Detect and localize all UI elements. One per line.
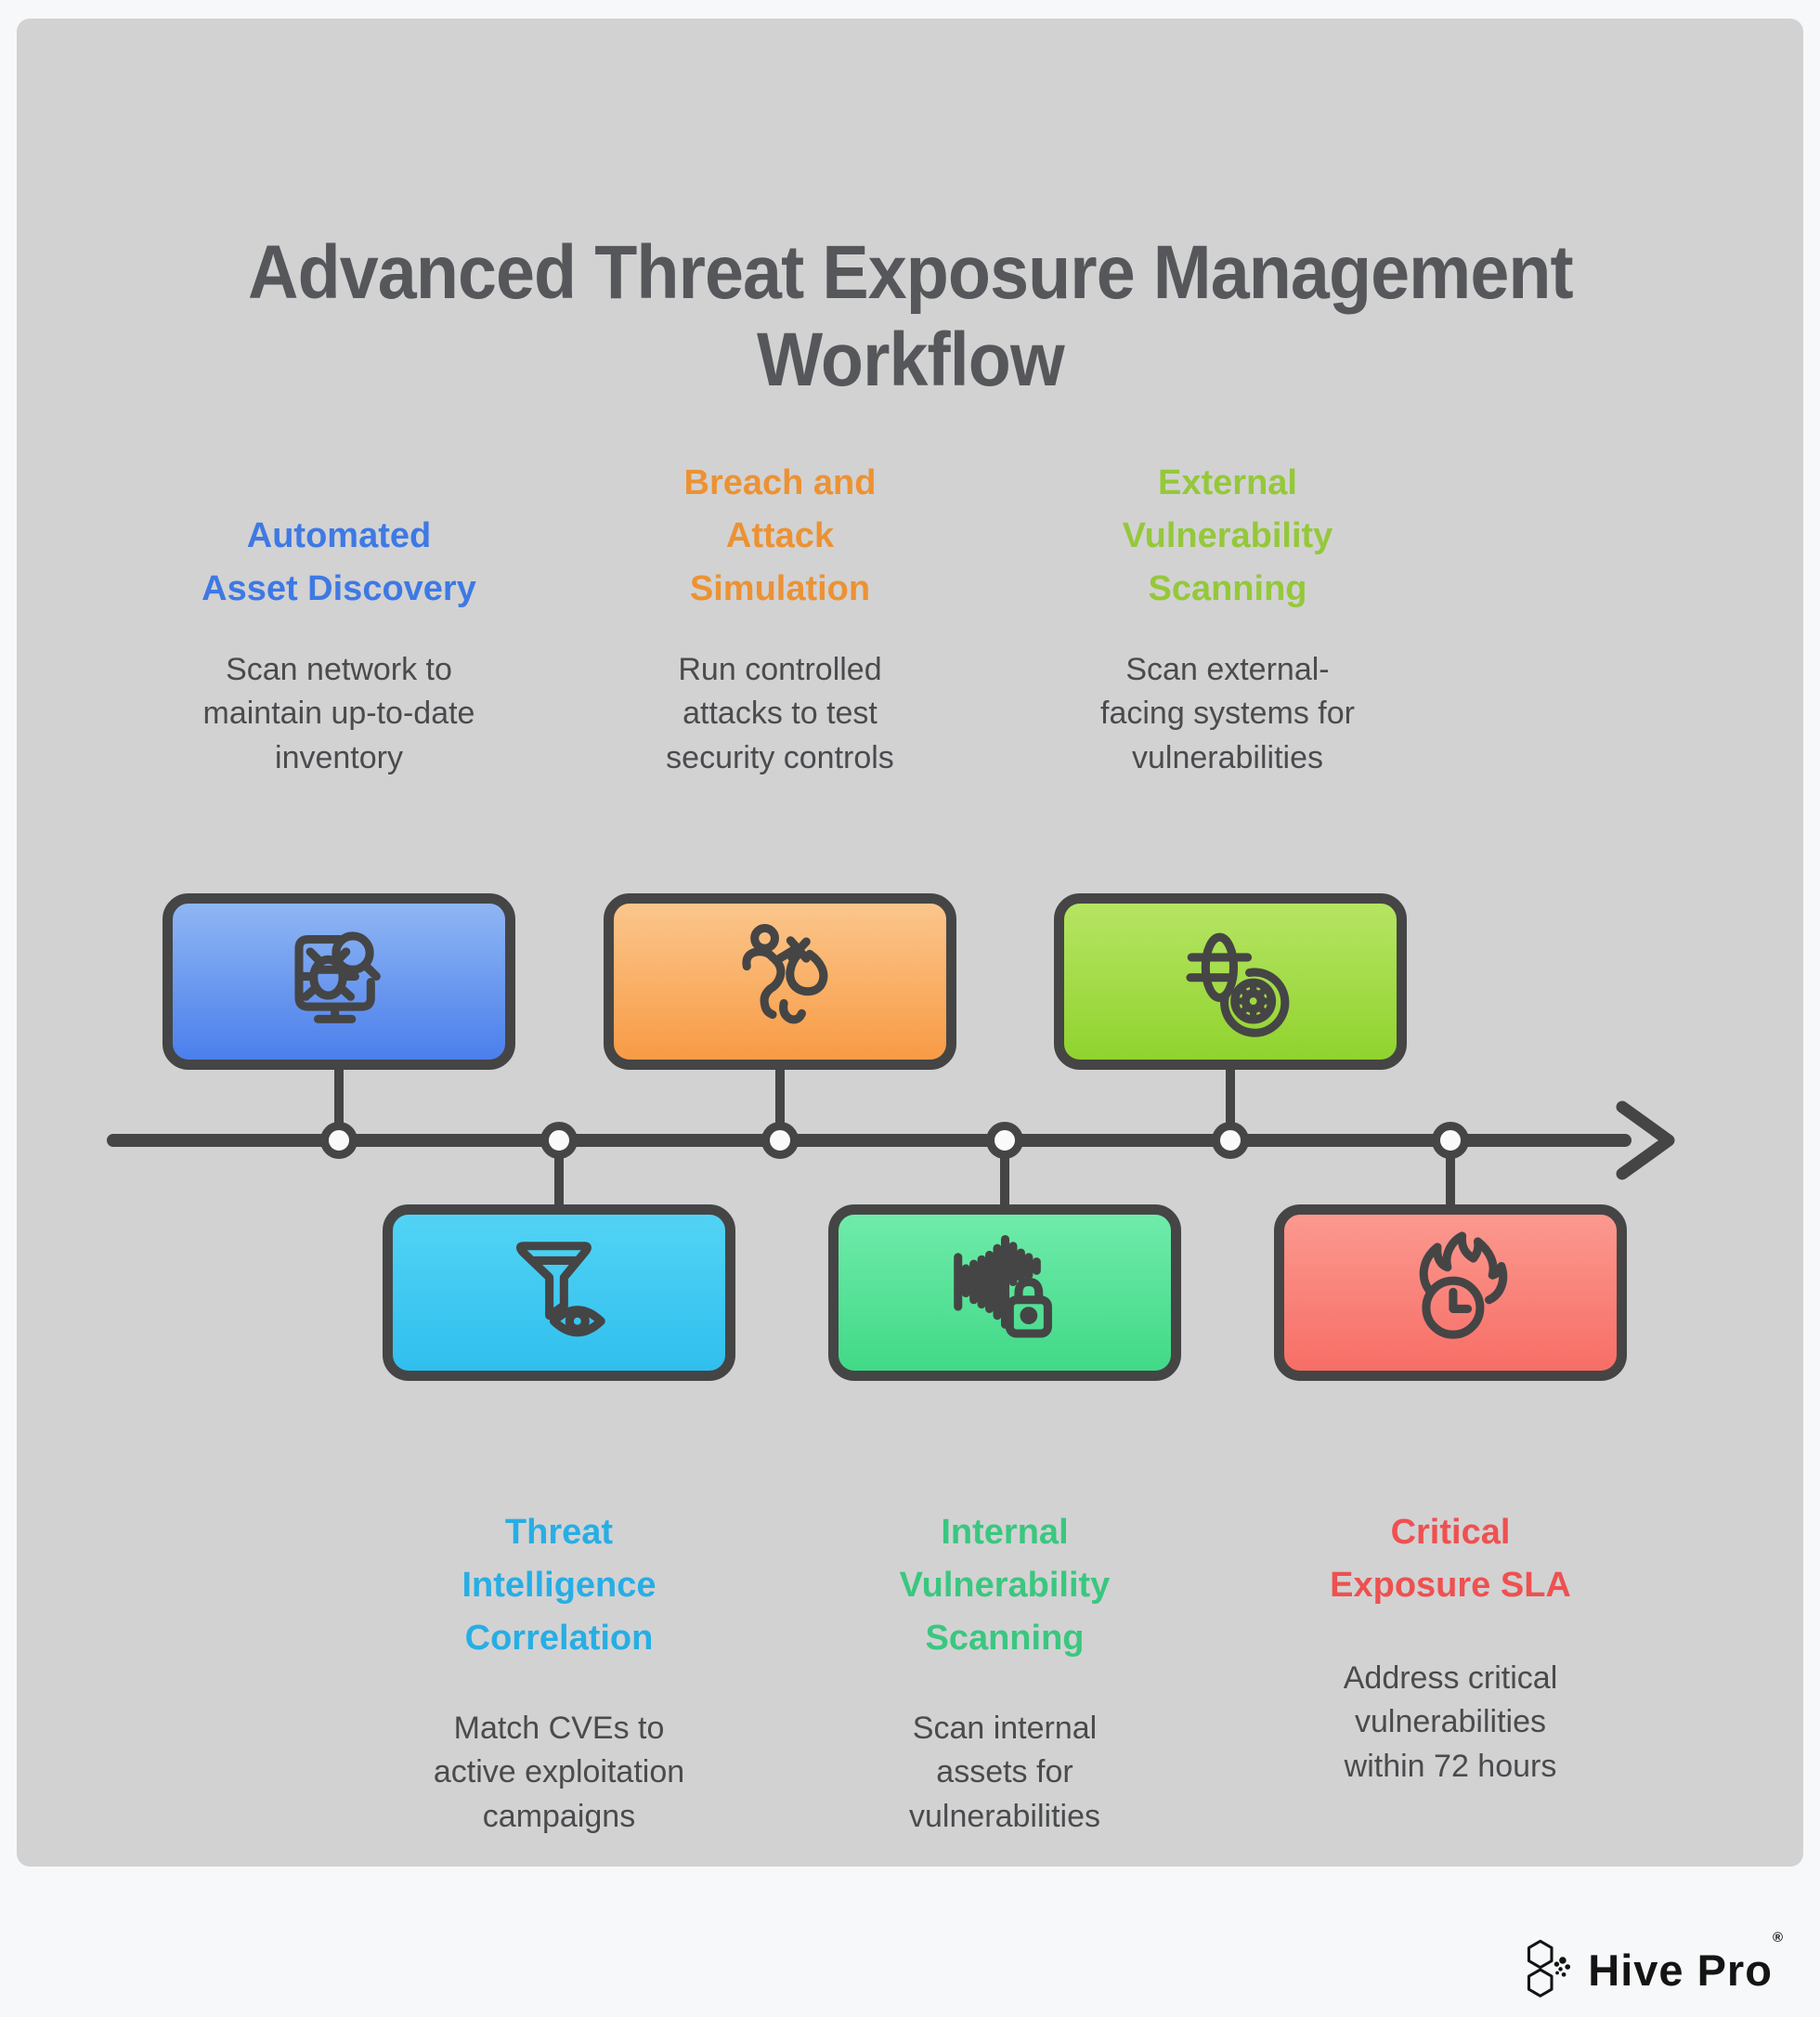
step-box-automated-asset-discovery xyxy=(162,893,515,1070)
step-description-threat-intelligence-correlation: Match CVEs to active exploitation campai… xyxy=(433,1711,685,1834)
step-heading-internal-vulnerability-scanning: Internal Vulnerability Scanning xyxy=(899,1513,1111,1658)
timeline-node xyxy=(1212,1122,1249,1159)
step-box-external-vulnerability-scanning xyxy=(1054,893,1407,1070)
step-heading-automated-asset-discovery: Automated Asset Discovery xyxy=(202,516,476,608)
timeline-node xyxy=(320,1122,358,1159)
hivepro-logo-text: Hive Pro® xyxy=(1588,1929,1783,1995)
step-description-internal-vulnerability-scanning: Scan internal assets for vulnerabilities xyxy=(909,1711,1100,1834)
step-heading-external-vulnerability-scanning: External Vulnerability Scanning xyxy=(1122,463,1333,608)
registered-trademark-symbol: ® xyxy=(1772,1929,1783,1945)
step-box-internal-vulnerability-scanning xyxy=(828,1204,1181,1381)
monitor-bug-search-icon xyxy=(293,930,381,1023)
step-heading-critical-exposure-sla: Critical Exposure SLA xyxy=(1330,1513,1571,1605)
step-box-critical-exposure-sla xyxy=(1274,1204,1627,1381)
timeline-node xyxy=(986,1122,1023,1159)
thief-running-icon xyxy=(741,923,827,1023)
funnel-eye-icon xyxy=(515,1241,605,1336)
globe-gear-icon xyxy=(1185,932,1289,1037)
page-title-text: Advanced Threat Exposure Management Work… xyxy=(247,229,1574,403)
step-box-threat-intelligence-correlation xyxy=(383,1204,735,1381)
fire-clock-icon xyxy=(1419,1230,1507,1339)
soundwave-lock-icon xyxy=(953,1234,1052,1338)
timeline-node xyxy=(761,1122,799,1159)
timeline-arrowhead-icon xyxy=(1616,1100,1675,1180)
step-description-critical-exposure-sla: Address critical vulnerabilities within … xyxy=(1343,1660,1558,1784)
honeycomb-hexagons-icon xyxy=(1528,1939,1571,1997)
page-title: Advanced Threat Exposure Management Work… xyxy=(0,229,1820,405)
hivepro-logo: Hive Pro® xyxy=(1519,1929,1783,2002)
step-heading-breach-attack-simulation: Breach and Attack Simulation xyxy=(683,463,877,608)
timeline-node xyxy=(1432,1122,1469,1159)
step-description-external-vulnerability-scanning: Scan external- facing systems for vulner… xyxy=(1100,652,1355,775)
timeline-node xyxy=(540,1122,578,1159)
step-description-breach-attack-simulation: Run controlled attacks to test security … xyxy=(666,652,894,775)
step-description-automated-asset-discovery: Scan network to maintain up-to-date inve… xyxy=(202,652,475,775)
step-box-breach-attack-simulation xyxy=(604,893,956,1070)
step-heading-threat-intelligence-correlation: Threat Intelligence Correlation xyxy=(462,1513,656,1658)
